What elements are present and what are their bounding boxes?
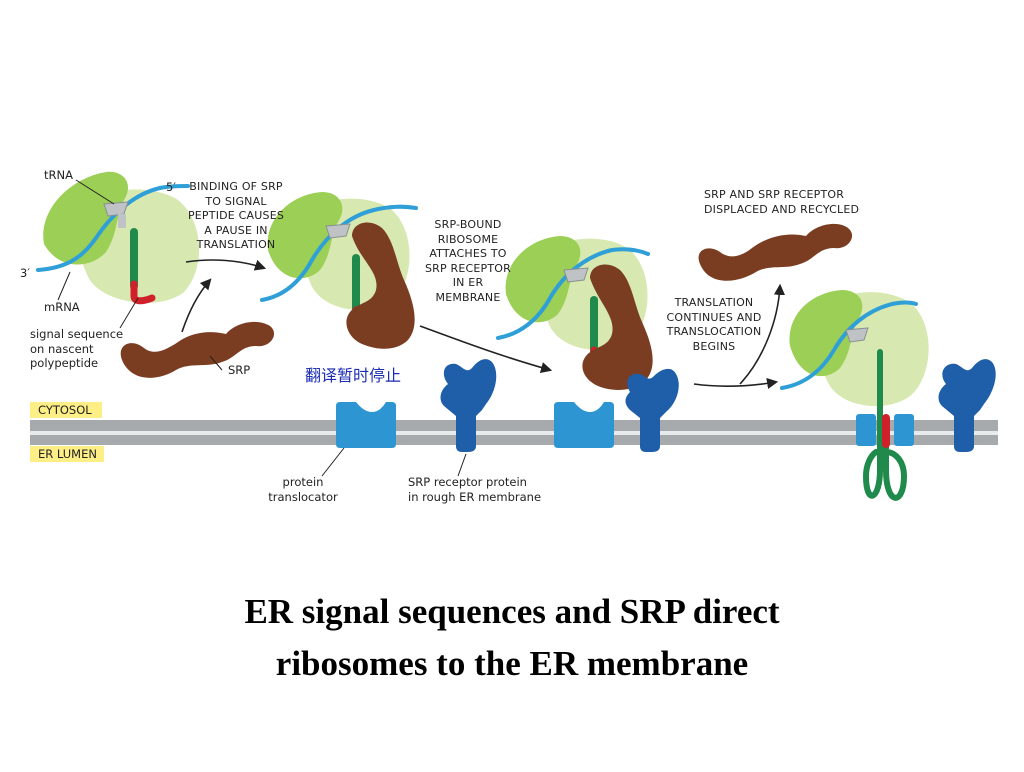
ribosome-large-subunit (267, 192, 343, 279)
bound-srp (346, 222, 415, 349)
three-prime-label: 3′ (20, 266, 30, 280)
trna-label: tRNA (44, 168, 73, 182)
process-arrows (181, 259, 786, 389)
pointer-translocator (321, 447, 345, 477)
cytosol-label: CYTOSOL (38, 403, 92, 417)
translocator-channel-left (856, 414, 876, 446)
srp-receptor-label: SRP receptor protein in rough ER membran… (408, 475, 542, 504)
pointer-trna (75, 179, 115, 205)
ribosome-stage4 (780, 290, 929, 501)
membrane-inner-leaflet (30, 435, 998, 445)
srp-particle-free (120, 321, 275, 378)
step1-description: BINDING OF SRP TO SIGNAL PEPTIDE CAUSES … (187, 180, 285, 251)
srp-label: SRP (228, 363, 251, 377)
srp-particle-recycled (698, 223, 853, 281)
er-lumen-tag-bg (30, 446, 104, 462)
five-prime-label: 5′ (166, 180, 176, 194)
protein-translocator-1 (336, 402, 396, 448)
arrow-to-stage2 (185, 259, 267, 271)
membrane-core (30, 431, 998, 435)
protein-translocator-2 (554, 402, 614, 448)
cytosol-tag-bg (30, 402, 102, 418)
mrna-label: mRNA (44, 300, 80, 314)
caption-line-1: ER signal sequences and SRP direct (244, 592, 780, 631)
pointer-mrna (57, 271, 71, 301)
pointer-receptor (457, 453, 467, 477)
slide-caption: ER signal sequences and SRP direct ribos… (112, 586, 912, 690)
trna-molecule (103, 201, 129, 228)
srp-receptor-2 (625, 368, 679, 452)
pointer-signal (119, 297, 139, 329)
translocator-channel-right (894, 414, 914, 446)
ribosome-large-subunit (789, 290, 863, 377)
pointer-lines (57, 179, 467, 477)
translocating-polypeptide (862, 349, 908, 501)
er-membrane (30, 420, 998, 445)
caption-line-2: ribosomes to the ER membrane (275, 644, 749, 683)
trna-molecule (563, 267, 589, 283)
signal-sequence (130, 280, 156, 305)
srp-receptor-3 (938, 359, 996, 452)
er-lumen-label: ER LUMEN (38, 447, 97, 461)
step2-description: SRP-BOUND RIBOSOME ATTACHES TO SRP RECEP… (424, 218, 512, 304)
ribosome-stage3 (496, 236, 653, 390)
arrow-srp-binding (181, 278, 212, 333)
bound-srp (582, 264, 653, 390)
arrow-to-stage4 (693, 377, 779, 389)
pointer-srp (209, 355, 223, 371)
srp-receptor-1 (440, 359, 497, 452)
mrna-strand (780, 300, 918, 390)
step4-description: SRP AND SRP RECEPTOR DISPLACED AND RECYC… (704, 188, 860, 216)
signal-sequence-label: signal sequence on nascent polypeptide (30, 327, 124, 370)
arrow-to-stage3 (419, 325, 553, 373)
ribosome-large-subunit (505, 236, 581, 323)
ribosome-large-subunit (43, 171, 128, 265)
arrow-recycle (739, 283, 786, 385)
protein-translocator-label: protein translocator (268, 475, 338, 504)
chinese-annotation: 翻译暂时停止 (305, 366, 402, 385)
trna-molecule (325, 223, 351, 239)
step3-description: TRANSLATION CONTINUES AND TRANSLOCATION … (666, 296, 762, 353)
trna-molecule (845, 327, 869, 343)
ribosome-stage1 (36, 171, 200, 305)
ribosome-stage2 (260, 192, 418, 349)
membrane-outer-leaflet (30, 420, 998, 431)
